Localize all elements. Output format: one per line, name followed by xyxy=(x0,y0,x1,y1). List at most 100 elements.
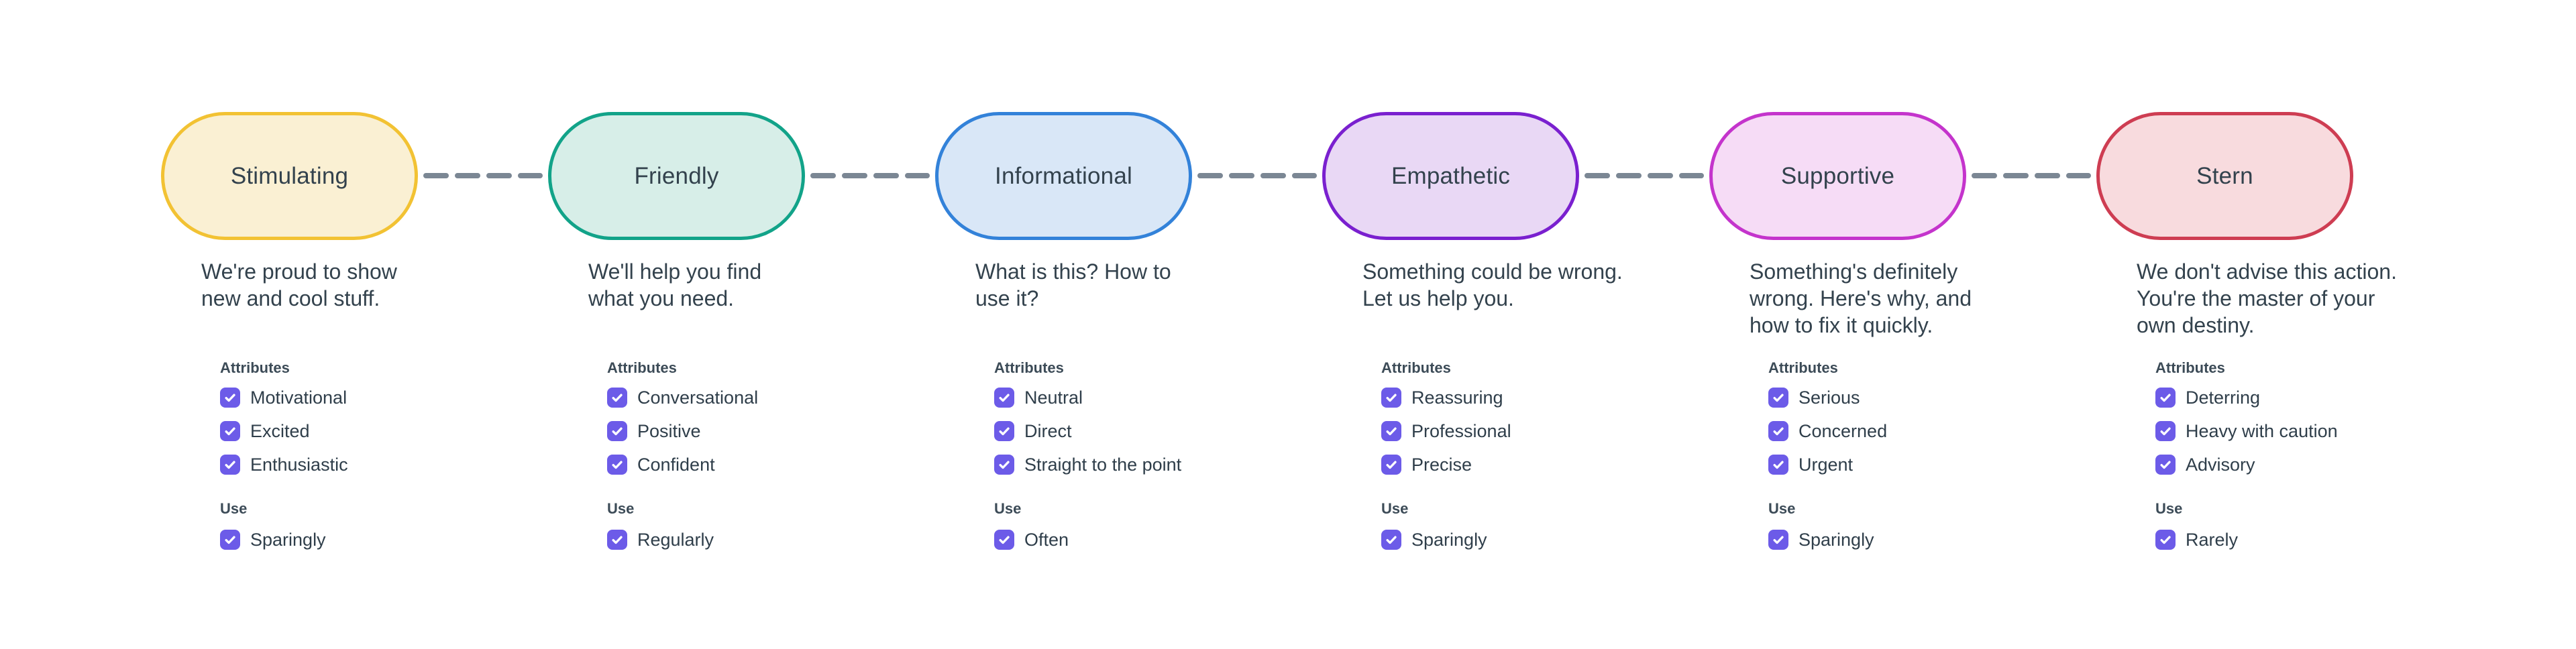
checkbox-checked-icon[interactable] xyxy=(220,421,240,441)
checkbox-checked-icon[interactable] xyxy=(607,421,627,441)
checkbox-checked-icon[interactable] xyxy=(220,530,240,550)
checkbox-checked-icon[interactable] xyxy=(1381,455,1401,475)
checkbox-label: Advisory xyxy=(2186,454,2255,475)
tone-title: Supportive xyxy=(1780,162,1895,189)
tone-title: Friendly xyxy=(634,162,719,189)
checkbox-label: Professional xyxy=(1411,420,1511,441)
checkbox-checked-icon[interactable] xyxy=(1381,388,1401,408)
checkbox-row[interactable]: Sparingly xyxy=(1381,530,1487,550)
checkbox-row[interactable]: Motivational xyxy=(220,388,348,408)
checkbox-checked-icon[interactable] xyxy=(2155,421,2176,441)
checkbox-checked-icon[interactable] xyxy=(2155,455,2176,475)
checkbox-checked-icon[interactable] xyxy=(1768,421,1788,441)
checkbox-row[interactable]: Excited xyxy=(220,421,348,441)
checkbox-row[interactable]: Sparingly xyxy=(1768,530,1874,550)
checkbox-row[interactable]: Neutral xyxy=(994,388,1181,408)
use-section-label: Use xyxy=(1381,500,1409,517)
checkbox-checked-icon[interactable] xyxy=(1768,388,1788,408)
tone-column: Empathetic Something could be wrong. Let… xyxy=(1322,112,1709,581)
use-list: Regularly xyxy=(607,530,714,563)
checkbox-checked-icon[interactable] xyxy=(994,530,1014,550)
checkbox-row[interactable]: Often xyxy=(994,530,1069,550)
checkbox-checked-icon[interactable] xyxy=(1381,421,1401,441)
checkbox-label: Direct xyxy=(1024,420,1072,441)
tone-description: Something's definitely wrong. Here's why… xyxy=(1750,259,1972,337)
checkbox-label: Precise xyxy=(1411,454,1472,475)
attributes-section-label: Attributes xyxy=(1381,359,1451,376)
checkbox-row[interactable]: Urgent xyxy=(1768,455,1887,475)
attributes-list: Serious Concerned Urgent xyxy=(1768,388,1887,488)
checkbox-row[interactable]: Regularly xyxy=(607,530,714,550)
use-list: Sparingly xyxy=(1768,530,1874,563)
use-list: Often xyxy=(994,530,1069,563)
attributes-list: Motivational Excited Enthusiastic xyxy=(220,388,348,488)
checkbox-checked-icon[interactable] xyxy=(994,388,1014,408)
checkbox-checked-icon[interactable] xyxy=(1381,530,1401,550)
checkbox-row[interactable]: Deterring xyxy=(2155,388,2338,408)
checkbox-checked-icon[interactable] xyxy=(994,421,1014,441)
tone-column: Supportive Something's definitely wrong.… xyxy=(1709,112,2096,581)
checkbox-label: Straight to the point xyxy=(1024,454,1182,475)
use-section-label: Use xyxy=(607,500,635,517)
use-list: Sparingly xyxy=(220,530,326,563)
checkbox-label: Deterring xyxy=(2186,387,2261,408)
checkbox-checked-icon[interactable] xyxy=(1768,530,1788,550)
checkbox-label: Neutral xyxy=(1024,387,1083,408)
use-section-label: Use xyxy=(994,500,1022,517)
tone-description: We don't advise this action. You're the … xyxy=(2137,259,2397,337)
checkbox-checked-icon[interactable] xyxy=(1768,455,1788,475)
checkbox-label: Rarely xyxy=(2186,529,2239,550)
checkbox-row[interactable]: Serious xyxy=(1768,388,1887,408)
checkbox-row[interactable]: Concerned xyxy=(1768,421,1887,441)
use-section-label: Use xyxy=(1768,500,1796,517)
checkbox-label: Motivational xyxy=(250,387,347,408)
tone-node-pill: Friendly xyxy=(548,112,805,240)
checkbox-label: Serious xyxy=(1799,387,1860,408)
attributes-list: Conversational Positive Confident xyxy=(607,388,758,488)
checkbox-checked-icon[interactable] xyxy=(2155,530,2176,550)
checkbox-row[interactable]: Straight to the point xyxy=(994,455,1181,475)
tone-description: We're proud to show new and cool stuff. xyxy=(201,259,397,310)
use-list: Rarely xyxy=(2155,530,2238,563)
tone-column: Informational What is this? How to use i… xyxy=(935,112,1322,581)
checkbox-row[interactable]: Advisory xyxy=(2155,455,2338,475)
checkbox-label: Heavy with caution xyxy=(2186,420,2338,441)
checkbox-row[interactable]: Conversational xyxy=(607,388,758,408)
tone-description: Something could be wrong. Let us help yo… xyxy=(1362,259,1623,310)
checkbox-checked-icon[interactable] xyxy=(220,388,240,408)
checkbox-row[interactable]: Rarely xyxy=(2155,530,2238,550)
tone-column: Stimulating We're proud to show new and … xyxy=(161,112,548,581)
tone-description: What is this? How to use it? xyxy=(975,259,1171,310)
checkbox-row[interactable]: Direct xyxy=(994,421,1181,441)
checkbox-checked-icon[interactable] xyxy=(2155,388,2176,408)
tone-description: We'll help you find what you need. xyxy=(588,259,762,310)
checkbox-label: Confident xyxy=(637,454,715,475)
checkbox-label: Reassuring xyxy=(1411,387,1503,408)
checkbox-row[interactable]: Heavy with caution xyxy=(2155,421,2338,441)
attributes-list: Neutral Direct Straight to the point xyxy=(994,388,1181,488)
checkbox-label: Excited xyxy=(250,420,310,441)
use-section-label: Use xyxy=(2155,500,2183,517)
checkbox-row[interactable]: Confident xyxy=(607,455,758,475)
checkbox-row[interactable]: Precise xyxy=(1381,455,1511,475)
checkbox-checked-icon[interactable] xyxy=(994,455,1014,475)
checkbox-checked-icon[interactable] xyxy=(607,455,627,475)
tone-node-pill: Empathetic xyxy=(1322,112,1579,240)
attributes-section-label: Attributes xyxy=(1768,359,1838,376)
checkbox-row[interactable]: Professional xyxy=(1381,421,1511,441)
tone-title: Stimulating xyxy=(230,162,349,189)
checkbox-row[interactable]: Reassuring xyxy=(1381,388,1511,408)
checkbox-row[interactable]: Enthusiastic xyxy=(220,455,348,475)
tone-title: Informational xyxy=(995,162,1132,189)
attributes-section-label: Attributes xyxy=(2155,359,2225,376)
checkbox-checked-icon[interactable] xyxy=(607,388,627,408)
checkbox-checked-icon[interactable] xyxy=(220,455,240,475)
checkbox-checked-icon[interactable] xyxy=(607,530,627,550)
checkbox-label: Urgent xyxy=(1799,454,1854,475)
checkbox-row[interactable]: Positive xyxy=(607,421,758,441)
checkbox-label: Enthusiastic xyxy=(250,454,348,475)
checkbox-row[interactable]: Sparingly xyxy=(220,530,326,550)
tone-column: Friendly We'll help you find what you ne… xyxy=(548,112,935,581)
